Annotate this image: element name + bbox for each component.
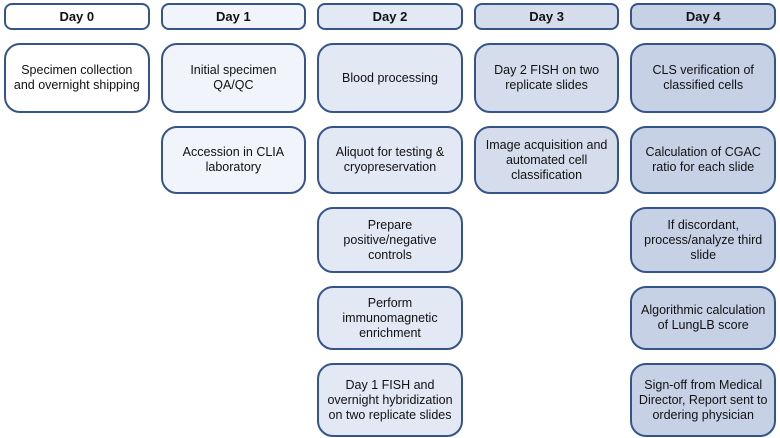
step-initial-specimen-qaqc: Initial specimen QA/QC xyxy=(160,43,307,113)
step-day1-fish-hybridization: Day 1 FISH and overnight hybridization o… xyxy=(317,363,463,437)
day2-header: Day 2 xyxy=(317,3,463,30)
step-signoff-report: Sign-off from Medical Director, Report s… xyxy=(630,363,776,437)
day3-header: Day 3 xyxy=(473,3,620,30)
step-cls-verification: CLS verification of classified cells xyxy=(630,43,776,113)
step-prepare-controls: Prepare positive/negative controls xyxy=(317,207,463,273)
step-day2-fish-replicate-slides: Day 2 FISH on two replicate slides xyxy=(473,43,620,113)
step-blood-processing: Blood processing xyxy=(317,43,463,113)
day4-header: Day 4 xyxy=(630,3,776,30)
step-cgac-ratio-calculation: Calculation of CGAC ratio for each slide xyxy=(630,126,776,194)
day1-header: Day 1 xyxy=(160,3,307,30)
step-immunomagnetic-enrichment: Perform immunomagnetic enrichment xyxy=(317,286,463,350)
step-image-acquisition-classification: Image acquisition and automated cell cla… xyxy=(473,126,620,194)
step-specimen-collection: Specimen collection and overnight shippi… xyxy=(4,43,150,113)
step-discordant-third-slide: If discordant, process/analyze third sli… xyxy=(630,207,776,273)
step-lunglb-score-calculation: Algorithmic calculation of LungLB score xyxy=(630,286,776,350)
step-aliquot-cryopreservation: Aliquot for testing & cryopreservation xyxy=(317,126,463,194)
day0-header: Day 0 xyxy=(4,3,150,30)
step-accession-clia-laboratory: Accession in CLIA laboratory xyxy=(160,126,307,194)
